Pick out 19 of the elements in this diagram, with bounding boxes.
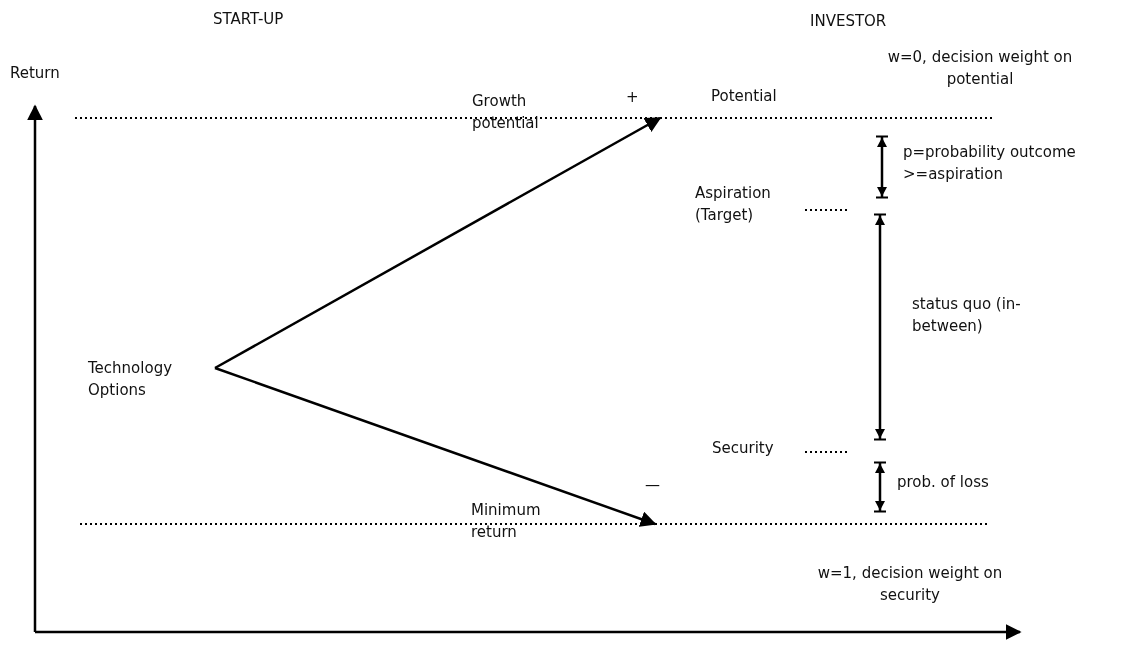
text-label: + [626,87,640,108]
text-label: w=1, decision weight on security [816,563,1004,606]
text-label: Minimum return [471,500,542,543]
text-label: START-UP [213,9,285,30]
arrow [214,366,657,527]
text-label: Aspiration (Target) [695,183,772,226]
text-label: — [645,475,661,496]
arrow [214,116,662,370]
text-label: Security [712,438,775,459]
text-label: w=0, decision weight on potential [886,47,1074,90]
node-label: Technology Options [88,357,215,401]
text-label: Growth potential [472,91,540,134]
text-label: Potential [711,86,778,107]
text-label: INVESTOR [810,11,888,32]
text-label: Return [10,63,61,84]
dotted-line [79,523,989,525]
text-label: status quo (in-between) [912,294,1022,337]
text-label: prob. of loss [897,472,990,493]
text-label: p=probability outcome >=aspiration [903,142,1077,185]
